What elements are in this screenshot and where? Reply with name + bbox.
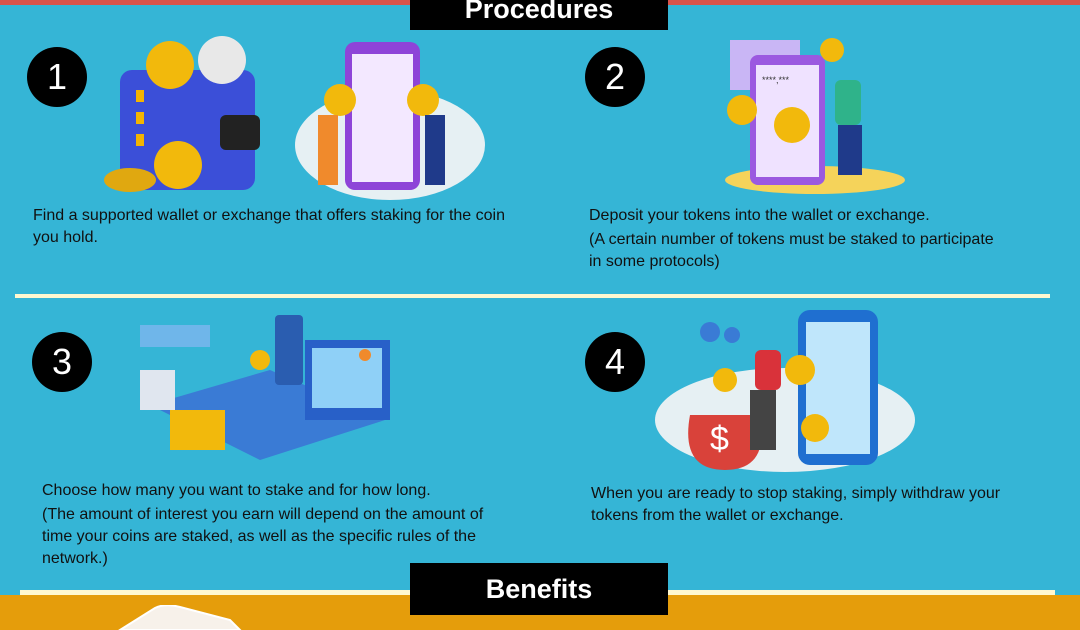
step-2-text: Deposit your tokens into the wallet or e… <box>589 207 994 270</box>
deposit-illustration: ****,*** <box>725 38 905 194</box>
step-number-4: 4 <box>585 332 645 392</box>
benefits-header: Benefits <box>410 563 668 615</box>
section-divider <box>15 294 1050 298</box>
wallet-exchange-illustration <box>104 36 485 200</box>
svg-text:$: $ <box>710 420 729 458</box>
step-3-text: Choose how many you want to stake and fo… <box>42 482 484 567</box>
step-number-1: 1 <box>27 47 87 107</box>
step-number-3: 3 <box>32 332 92 392</box>
step-4-text: When you are ready to stop staking, simp… <box>591 485 1001 524</box>
benefits-illustration <box>118 605 242 630</box>
step-1-text: Find a supported wallet or exchange that… <box>33 207 505 246</box>
staking-dashboard-illustration <box>140 315 390 460</box>
procedures-header: Procedures <box>410 0 668 30</box>
withdraw-illustration: $ <box>655 310 915 472</box>
pin-mask: ****,*** <box>762 75 790 85</box>
step-number-2: 2 <box>585 47 645 107</box>
